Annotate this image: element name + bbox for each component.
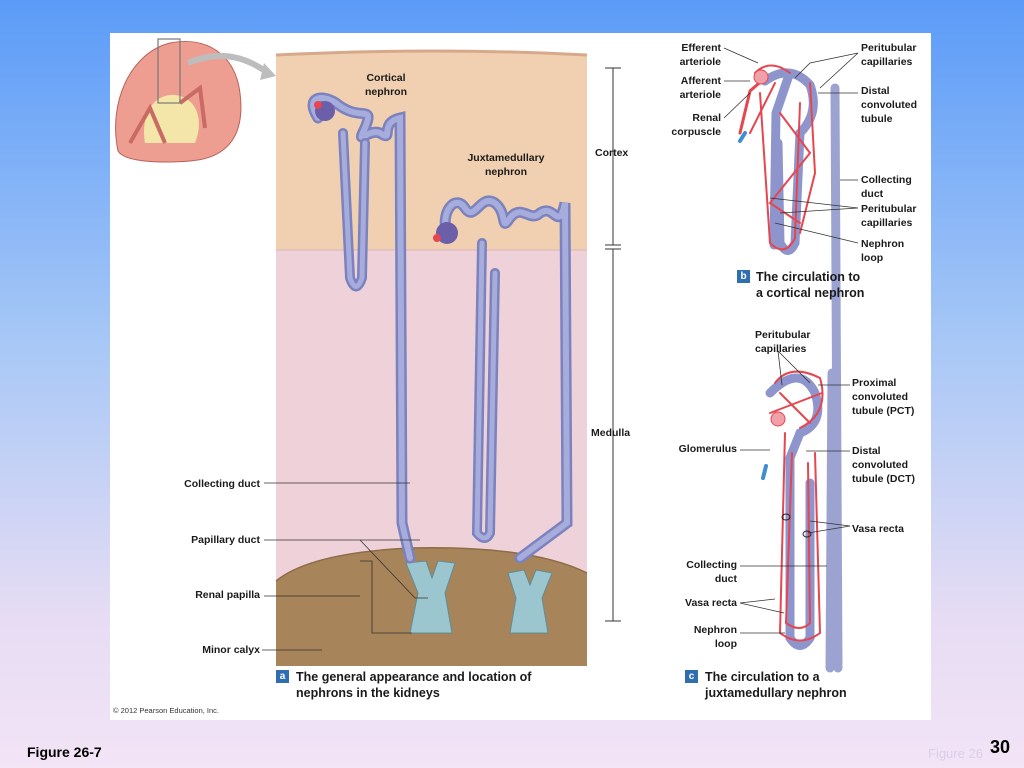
panel-a-leaders bbox=[262, 482, 428, 651]
page-number: 30 bbox=[990, 737, 1011, 757]
panel-c-leaders bbox=[739, 350, 851, 634]
cortical-nephron-tubules bbox=[307, 92, 416, 564]
label-cortex: Cortex bbox=[595, 147, 629, 159]
label-medulla: Medulla bbox=[591, 427, 631, 439]
label-vasa-recta-right: Vasa recta bbox=[852, 523, 904, 535]
label-papillary-duct: Papillary duct bbox=[191, 534, 260, 546]
label-renal-papilla: Renal papilla bbox=[195, 589, 260, 601]
juxtamedullary-nephron-tubules bbox=[433, 195, 573, 564]
copyright-notice: © 2012 Pearson Education, Inc. bbox=[113, 706, 220, 715]
panel-a-tissue bbox=[275, 49, 588, 666]
figure-label-ghost: Figure 26 bbox=[928, 746, 983, 761]
label-vasa-recta-left: Vasa recta bbox=[685, 597, 737, 609]
nephron-illustration bbox=[115, 38, 859, 673]
figure-label: Figure 26-7 bbox=[27, 744, 102, 760]
label-glomerulus: Glomerulus bbox=[678, 443, 737, 455]
label-collecting-duct: Collecting duct bbox=[184, 478, 260, 490]
label-minor-calyx: Minor calyx bbox=[202, 644, 260, 656]
panel-b-leaders bbox=[723, 47, 859, 244]
kidney-inset bbox=[115, 38, 276, 163]
panel-b-circulation bbox=[738, 64, 843, 673]
renal-papillae bbox=[405, 560, 553, 634]
badge-b: b bbox=[737, 270, 750, 283]
panel-c-circulation bbox=[761, 368, 837, 673]
region-scale-bar bbox=[605, 67, 621, 622]
badge-a: a bbox=[276, 670, 289, 683]
badge-c: c bbox=[685, 670, 698, 683]
